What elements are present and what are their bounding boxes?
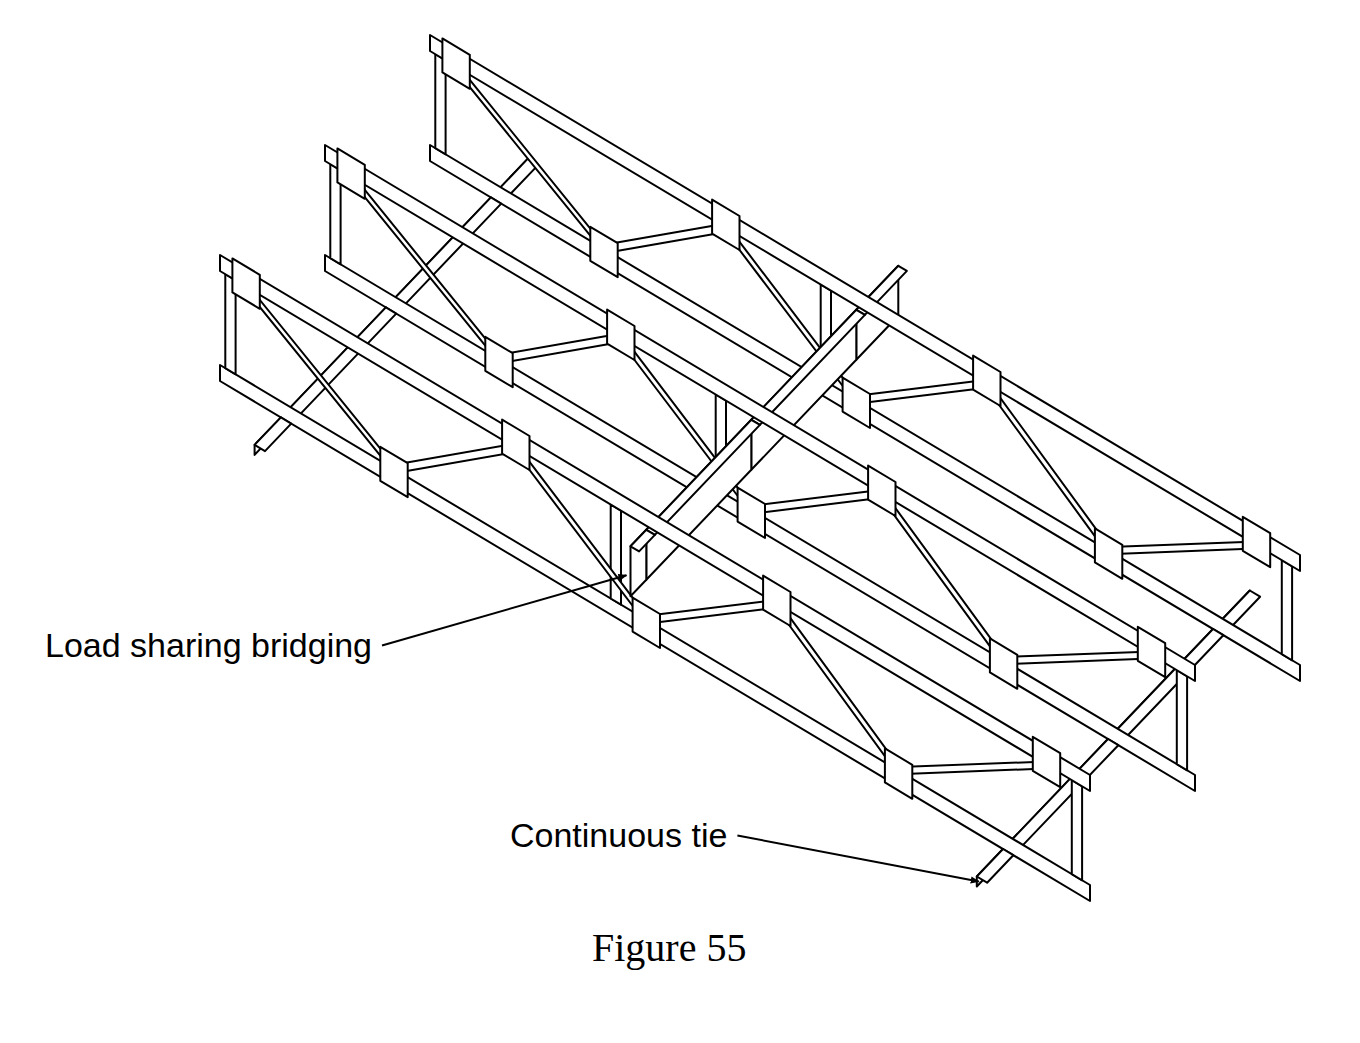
- diagonal-web: [746, 491, 888, 514]
- gusset-plate: [232, 258, 259, 308]
- top-chord: [430, 35, 1300, 571]
- diagonal-web: [998, 652, 1157, 664]
- continuous-tie: [255, 417, 292, 451]
- gusset-plate: [868, 466, 895, 516]
- diagonal-web: [893, 762, 1052, 774]
- load-sharing-bridging: [631, 530, 655, 552]
- diagonal-web: [1103, 542, 1262, 554]
- bottom-chord: [325, 255, 1195, 791]
- gusset-plate: [1095, 528, 1122, 578]
- gusset-plate: [1138, 627, 1165, 677]
- end-vertical: [1072, 780, 1082, 880]
- load-sharing-bridging: [646, 420, 760, 535]
- gusset-plate: [633, 598, 660, 648]
- gusset-plate: [990, 638, 1017, 688]
- part-label: Continuous tie: [510, 816, 727, 855]
- diagonal-web: [241, 283, 400, 472]
- gusset-plate: [843, 378, 870, 428]
- gusset-plate: [763, 576, 790, 626]
- continuous-tie: [977, 849, 1014, 883]
- gusset-plate: [607, 310, 634, 360]
- bottom-chord: [430, 145, 1300, 681]
- gusset-plate: [337, 148, 364, 198]
- part-label: Load sharing bridging: [45, 626, 372, 665]
- gusset-plate: [485, 337, 512, 387]
- figure-caption: Figure 55: [592, 925, 746, 971]
- diagonal-web: [641, 601, 783, 624]
- gusset-plate: [1033, 737, 1060, 787]
- top-chord: [220, 255, 1090, 791]
- gusset-plate: [885, 748, 912, 798]
- gusset-plate: [590, 227, 617, 277]
- top-chord: [325, 145, 1195, 681]
- gusset-plate: [380, 447, 407, 497]
- leader-line: [382, 575, 627, 645]
- gusset-plate: [973, 356, 1000, 406]
- diagonal-web: [851, 381, 993, 404]
- end-vertical: [1282, 560, 1292, 660]
- end-vertical: [1177, 670, 1187, 770]
- gusset-plate: [738, 488, 765, 538]
- gusset-plate: [712, 200, 739, 250]
- gusset-plate: [502, 420, 529, 470]
- gusset-plate: [442, 38, 469, 88]
- gusset-plate: [1243, 517, 1270, 567]
- load-sharing-bridging: [751, 310, 865, 425]
- leader-line: [737, 836, 978, 882]
